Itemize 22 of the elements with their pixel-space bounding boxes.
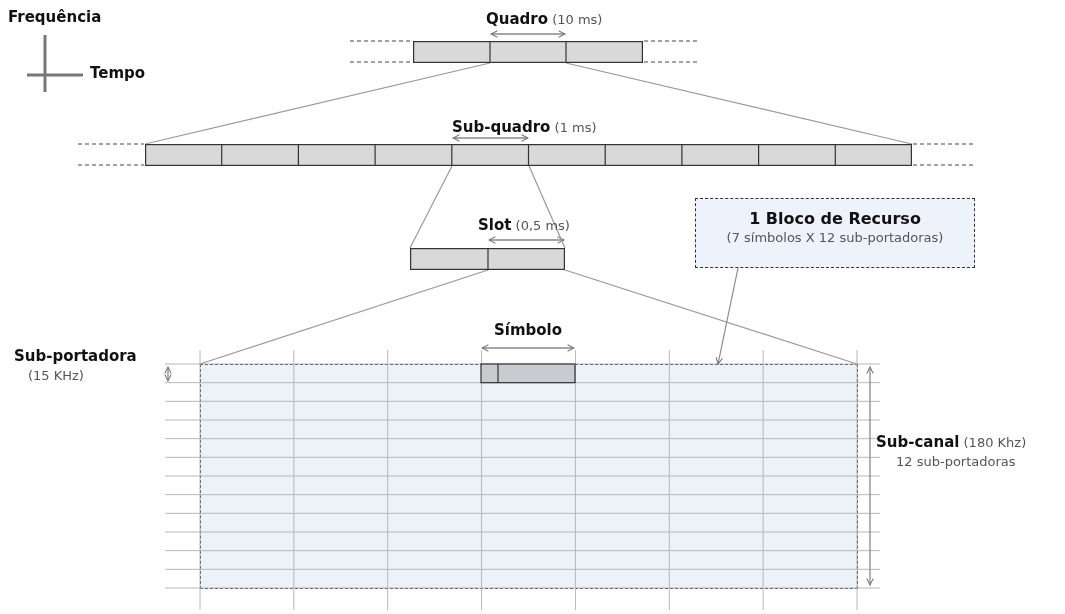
subchannel-label: Sub-canal (180 Khz) — [876, 433, 1027, 451]
zoom-line — [528, 165, 566, 249]
resource-block-area — [200, 364, 858, 589]
symbol-label: Símbolo — [494, 321, 563, 339]
zoom-line — [409, 165, 453, 249]
leader-arrow — [715, 267, 739, 365]
subcarrier-label: Sub-portadora — [14, 347, 137, 365]
zoom-line — [565, 62, 913, 145]
axis-label: Frequência — [8, 8, 102, 26]
zoom-line — [199, 269, 489, 365]
callout-title: 1 Bloco de Recurso — [748, 209, 922, 228]
subcarrier-width: (15 KHz) — [28, 368, 84, 383]
frame-bar — [413, 41, 643, 63]
slot-bar — [410, 248, 565, 270]
subchannel-count: 12 sub-portadoras — [896, 454, 1016, 469]
zoom-line — [144, 62, 491, 145]
subframe-bar — [145, 144, 912, 166]
callout-subtitle: (7 símbolos X 12 sub-portadoras) — [725, 230, 945, 245]
callout-box — [695, 198, 975, 268]
slot-label: Slot (0,5 ms) — [478, 216, 570, 234]
zoom-line — [564, 269, 858, 365]
axis-label: Tempo — [90, 64, 146, 82]
